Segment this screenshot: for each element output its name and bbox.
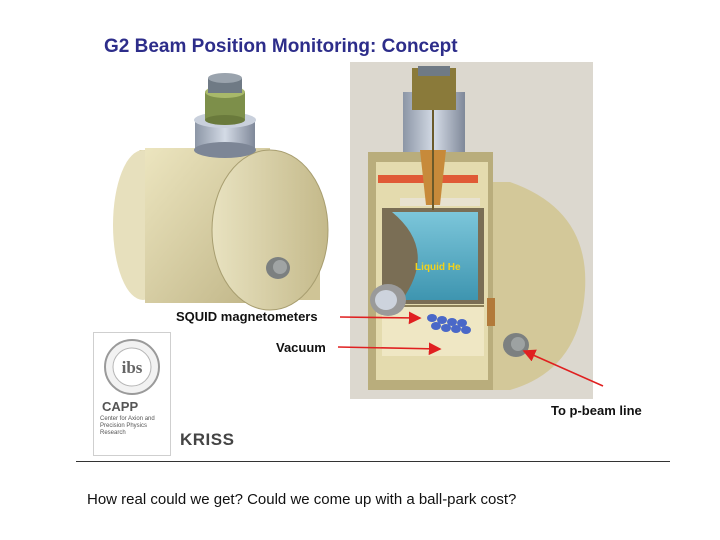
vacuum-label: Vacuum [276, 340, 326, 355]
squid-label: SQUID magnetometers [176, 309, 318, 324]
annotation-arrows [337, 311, 604, 387]
divider-line [76, 461, 670, 462]
capp-subtitle: Center for Axion and Precision Physics R… [100, 416, 155, 436]
capp-logo: ibs CAPP Center for Axion and Precision … [93, 332, 171, 456]
beam-line-arrow [522, 349, 604, 387]
liquid-he-label: Liquid He [415, 262, 461, 273]
slide-title: G2 Beam Position Monitoring: Concept [104, 36, 458, 57]
cutaway-cryostat [350, 62, 593, 399]
ibs-mark: ibs [122, 358, 143, 377]
beam-line-label: To p-beam line [551, 403, 642, 418]
capp-text: CAPP [102, 399, 139, 414]
kriss-logo: KRISS [180, 430, 235, 449]
vacuum-arrow [337, 342, 442, 356]
closed-cryostat [113, 73, 329, 311]
slide-caption: How real could we get? Could we come up … [87, 491, 517, 508]
squid-arrow [339, 311, 422, 325]
ibs-seal-icon: ibs [104, 339, 160, 395]
